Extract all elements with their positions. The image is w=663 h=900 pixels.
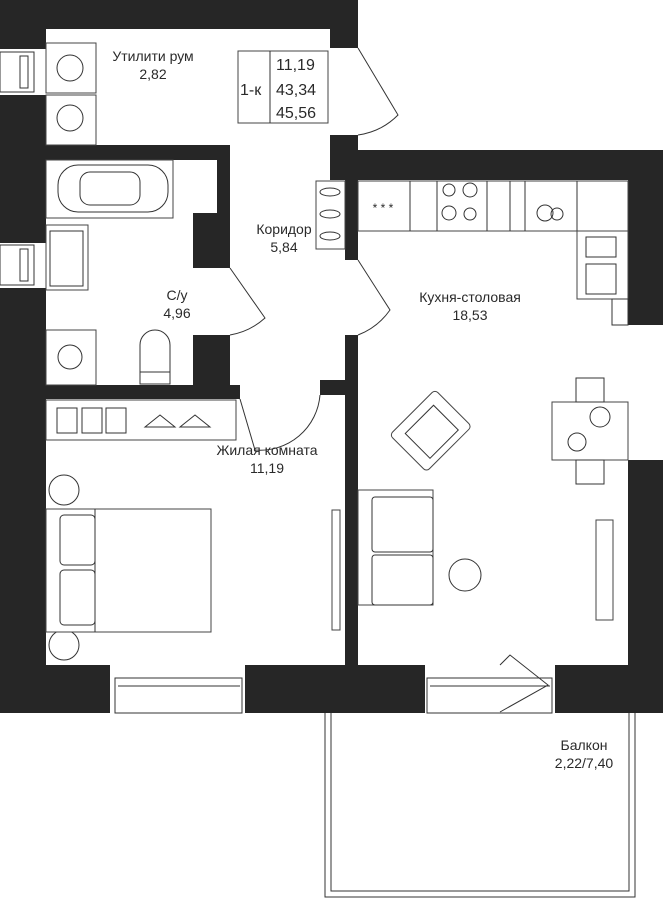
room-area-balcony: 2,22/7,40	[555, 755, 614, 771]
room-area-bathroom: 4,96	[163, 305, 190, 321]
room-name-bathroom: С/у	[167, 287, 188, 303]
room-area-utility: 2,82	[139, 66, 166, 82]
apartment-type: 1-к	[240, 82, 262, 99]
room-area-living: 11,19	[250, 460, 284, 476]
bathroom-furniture	[45, 159, 174, 386]
walls	[0, 0, 663, 713]
room-name-utility: Утилити рум	[112, 48, 193, 64]
balcony-outline	[324, 713, 636, 898]
doors	[229, 47, 549, 713]
room-area-kitchen: 18,53	[452, 307, 487, 323]
svg-text:* * *: * * *	[373, 201, 394, 215]
total-area-with-balcony-value: 45,56	[276, 105, 316, 122]
utility-room-furniture	[45, 42, 329, 146]
bedroom-furniture	[45, 399, 341, 661]
total-area-value: 43,34	[276, 82, 316, 99]
living-area-value: 11,19	[276, 57, 315, 74]
windows	[0, 51, 553, 714]
room-name-living: Жилая комната	[216, 442, 317, 458]
room-name-corridor: Коридор	[256, 221, 312, 237]
shoe-rack	[315, 180, 346, 250]
room-name-balcony: Балкон	[561, 737, 608, 753]
room-area-corridor: 5,84	[270, 239, 297, 255]
kitchen-furniture: * * *	[357, 180, 629, 621]
room-name-kitchen: Кухня-столовая	[419, 289, 521, 305]
summary-box	[237, 50, 329, 124]
